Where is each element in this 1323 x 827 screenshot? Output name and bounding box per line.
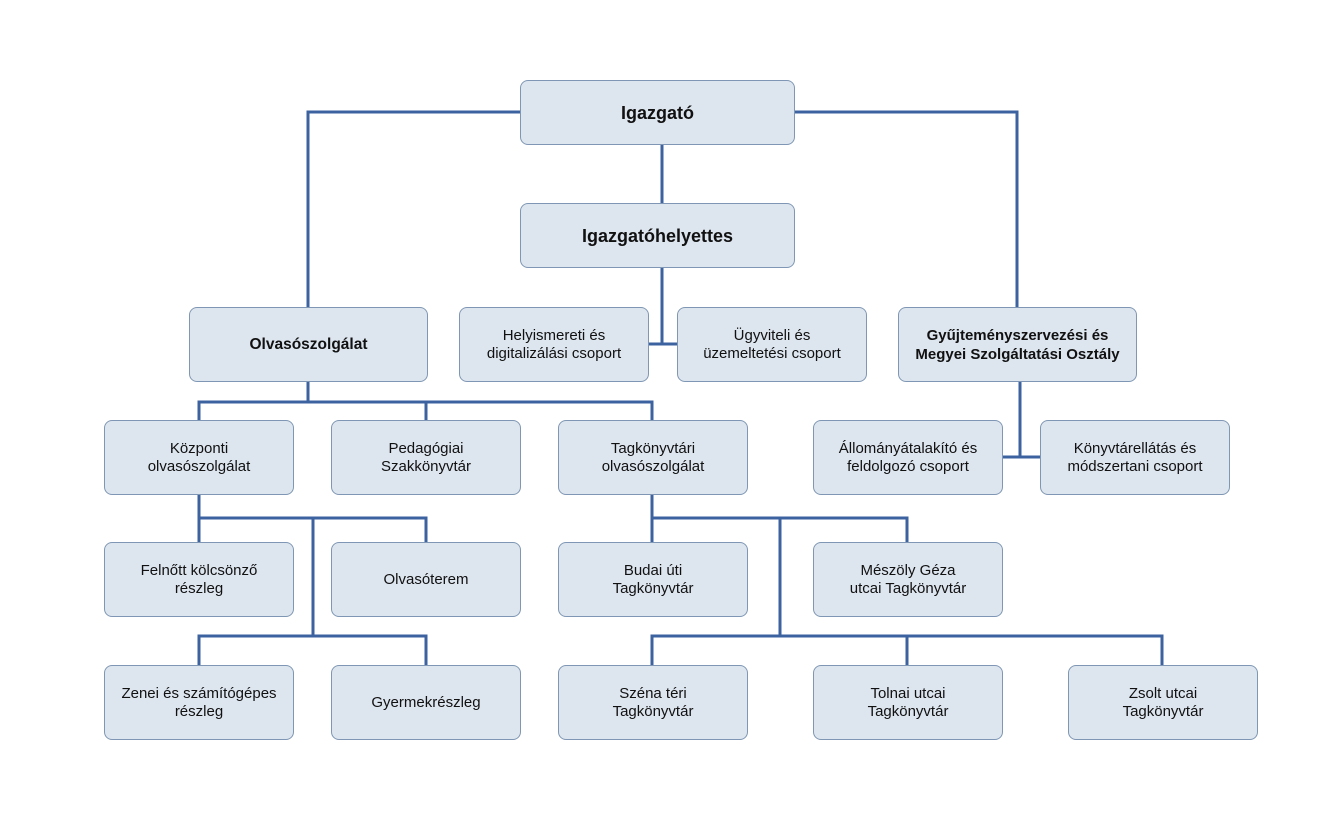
node-zsolt-utcai-tagkonyvtar-label: Zsolt utcai Tagkönyvtár [1122, 684, 1204, 720]
node-olvasoterem: Olvasóterem [331, 542, 521, 617]
node-gyermekreszleg: Gyermekrészleg [331, 665, 521, 740]
node-igazgatohelyettes-label: Igazgatóhelyettes [581, 225, 734, 246]
node-tagkonyvtari-olvasoszolgalat-label: Tagkönyvtári olvasószolgálat [601, 439, 705, 475]
node-felnott-kolcsonzo: Felnőtt kölcsönző részleg [104, 542, 294, 617]
link-helyettes-groups [647, 266, 679, 346]
node-budai-uti-tagkonyvtar: Budai úti Tagkönyvtár [558, 542, 748, 617]
link-igazgato-olvaso [306, 110, 522, 309]
node-olvasoszolgalat: Olvasószolgálat [189, 307, 428, 382]
node-zenei-reszleg: Zenei és számítógépes részleg [104, 665, 294, 740]
node-pedagogiai-szakkonyvtar: Pedagógiai Szakkönyvtár [331, 420, 521, 495]
node-szena-teri-tagkonyvtar: Széna téri Tagkönyvtár [558, 665, 748, 740]
node-tolnai-utcai-tagkonyvtar-label: Tolnai utcai Tagkönyvtár [867, 684, 949, 720]
link-tagkonyvtari-children [650, 493, 1164, 667]
node-olvasoszolgalat-label: Olvasószolgálat [249, 335, 368, 353]
node-kozponti-olvasoszolgalat-label: Központi olvasószolgálat [147, 439, 251, 475]
node-konyvtarellatas-csoport: Könyvtárellátás és módszertani csoport [1040, 420, 1230, 495]
link-kozponti-children [197, 493, 428, 667]
link-gyujtemeny-groups [1001, 380, 1042, 459]
node-felnott-kolcsonzo-label: Felnőtt kölcsönző részleg [140, 561, 258, 597]
node-budai-uti-tagkonyvtar-label: Budai úti Tagkönyvtár [612, 561, 694, 597]
node-zsolt-utcai-tagkonyvtar: Zsolt utcai Tagkönyvtár [1068, 665, 1258, 740]
link-olvaso-children [197, 380, 654, 422]
node-pedagogiai-szakkonyvtar-label: Pedagógiai Szakkönyvtár [380, 439, 472, 475]
node-szena-teri-tagkonyvtar-label: Széna téri Tagkönyvtár [612, 684, 694, 720]
node-tagkonyvtari-olvasoszolgalat: Tagkönyvtári olvasószolgálat [558, 420, 748, 495]
node-gyermekreszleg-label: Gyermekrészleg [371, 693, 481, 711]
node-tolnai-utcai-tagkonyvtar: Tolnai utcai Tagkönyvtár [813, 665, 1003, 740]
node-helyismereti-csoport: Helyismereti és digitalizálási csoport [459, 307, 649, 382]
node-igazgato-label: Igazgató [620, 102, 694, 123]
node-zenei-reszleg-label: Zenei és számítógépes részleg [121, 684, 277, 720]
node-meszoly-geza-tagkonyvtar: Mészöly Géza utcai Tagkönyvtár [813, 542, 1003, 617]
node-kozponti-olvasoszolgalat: Központi olvasószolgálat [104, 420, 294, 495]
node-gyujtemenyszervezesi-osztaly-label: Gyűjteményszervezési és Megyei Szolgálta… [915, 326, 1120, 363]
node-allomanyatalakito-csoport-label: Állományátalakító és feldolgozó csoport [838, 439, 978, 475]
node-olvasoterem-label: Olvasóterem [383, 570, 469, 588]
node-igazgatohelyettes: Igazgatóhelyettes [520, 203, 795, 268]
node-ugyviteli-csoport: Ügyviteli és üzemeltetési csoport [677, 307, 867, 382]
node-ugyviteli-csoport-label: Ügyviteli és üzemeltetési csoport [703, 326, 841, 362]
node-helyismereti-csoport-label: Helyismereti és digitalizálási csoport [486, 326, 622, 362]
node-meszoly-geza-tagkonyvtar-label: Mészöly Géza utcai Tagkönyvtár [849, 561, 967, 597]
node-allomanyatalakito-csoport: Állományátalakító és feldolgozó csoport [813, 420, 1003, 495]
node-konyvtarellatas-csoport-label: Könyvtárellátás és módszertani csoport [1067, 439, 1203, 475]
node-igazgato: Igazgató [520, 80, 795, 145]
node-gyujtemenyszervezesi-osztaly: Gyűjteményszervezési és Megyei Szolgálta… [898, 307, 1137, 382]
link-igazgato-gyujtemeny [793, 110, 1019, 309]
